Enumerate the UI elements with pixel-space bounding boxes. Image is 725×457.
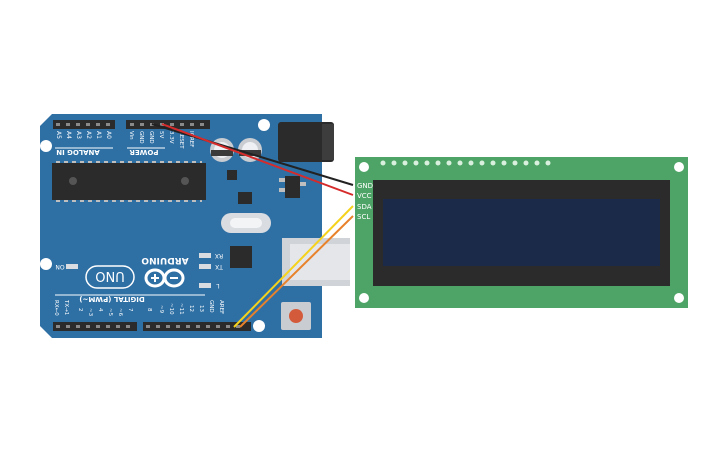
digital-group-label: DIGITAL (PWM~) (79, 295, 144, 303)
analog-pin-label: A1 (95, 131, 102, 139)
rx-label: RX (215, 252, 223, 259)
power-pin-label: Vin (128, 131, 134, 140)
chip-notch (69, 177, 77, 185)
wire-vcc[interactable] (161, 123, 354, 196)
lcd-pin-sda-label: SDA (357, 203, 372, 211)
model-label: UNO (95, 268, 124, 283)
digital-header-low-pins (56, 325, 130, 328)
analog-header-pins (56, 123, 110, 126)
power-jack-shade (322, 124, 334, 160)
analog-pin-label: A0 (105, 131, 112, 139)
arduino-logo-icon (144, 268, 185, 288)
lcd-contact-pads (380, 160, 551, 166)
analog-pin-label: A3 (75, 131, 82, 139)
regulator-tab (279, 178, 285, 182)
digital-header-low[interactable] (53, 322, 137, 331)
regulator-tab (279, 188, 285, 192)
wire-gnd[interactable] (151, 123, 354, 186)
tx-led (199, 264, 211, 269)
voltage-regulator (285, 176, 300, 198)
lcd-mounting-hole (674, 162, 684, 172)
lcd-pin-scl-label: SCL (357, 213, 370, 221)
digital-pin-label: TX→1 (63, 299, 69, 315)
brand-label: ARDUINO (141, 255, 189, 265)
power-jack[interactable] (278, 122, 334, 162)
wire-scl[interactable] (239, 215, 354, 328)
chip-marker (181, 177, 189, 185)
power-group-label: POWER (129, 148, 159, 156)
digital-pin-label: ~9 (158, 305, 164, 314)
mounting-hole (253, 320, 265, 332)
power-pin-label: IOREF (188, 131, 194, 147)
smd-chip (238, 192, 252, 204)
usb-connector-face (290, 244, 350, 280)
digital-pin-label: ~11 (178, 303, 184, 315)
digital-pin-label: AREF (218, 300, 224, 314)
capacitor-stripe (211, 150, 233, 156)
wire-sda[interactable] (233, 205, 354, 328)
lcd-pin-vcc-label: VCC (357, 192, 372, 200)
digital-pin-label: 4 (97, 308, 103, 312)
mounting-hole (258, 119, 270, 131)
arduino-board[interactable]: ANALOG IN POWER A5 A4 A3 A2 A1 A0 Vin GN… (40, 114, 350, 338)
rx-led (199, 253, 211, 258)
analog-header[interactable] (53, 120, 115, 129)
digital-pin-label: ~6 (117, 308, 123, 317)
power-pin-label: GND (148, 131, 154, 144)
digital-pin-label: ~5 (107, 308, 113, 317)
power-pin-label: RESET (178, 131, 184, 149)
mounting-hole (40, 140, 52, 152)
analog-group-label: ANALOG IN (56, 148, 100, 156)
analog-pin-label: A5 (55, 131, 62, 139)
digital-pin-label: 7 (127, 308, 133, 312)
digital-pin-label: 12 (188, 305, 194, 312)
power-header[interactable] (126, 120, 210, 129)
lcd-mounting-hole (359, 162, 369, 172)
reset-button[interactable] (289, 309, 303, 323)
digital-pin-label: GND (208, 300, 214, 313)
tx-label: TX (215, 263, 224, 270)
digital-pin-label: RX←0 (53, 300, 59, 316)
power-pin-label: 5V (158, 131, 164, 138)
lcd-pin-gnd-label: GND (357, 182, 373, 190)
regulator-tab (300, 182, 306, 186)
usb-chip (230, 246, 252, 268)
digital-pin-label: ~3 (87, 308, 93, 317)
analog-pin-label: A4 (65, 131, 72, 139)
digital-pin-label: 13 (198, 305, 204, 312)
on-label: ON (55, 263, 64, 270)
digital-header-high-pins (146, 325, 240, 328)
l-led (199, 283, 211, 288)
power-pin-label: 3.3V (168, 131, 174, 144)
power-led (66, 264, 78, 269)
atmega-chip (52, 163, 206, 200)
l-label: L (216, 282, 220, 289)
smd-component (227, 170, 237, 180)
crystal-inner (230, 218, 262, 228)
digital-pin-label: 2 (77, 308, 83, 312)
mounting-hole (40, 258, 52, 270)
wires (151, 123, 354, 328)
power-pin-label: GND (138, 131, 144, 144)
lcd-screen (383, 199, 660, 266)
lcd-mounting-hole (359, 293, 369, 303)
analog-pin-label: A2 (85, 131, 92, 139)
uno-badge (85, 265, 135, 289)
digital-pin-label: 8 (146, 308, 152, 312)
digital-pin-label: ~10 (168, 303, 174, 315)
lcd-mounting-hole (674, 293, 684, 303)
lcd-module[interactable]: GND VCC SDA SCL (355, 157, 688, 308)
